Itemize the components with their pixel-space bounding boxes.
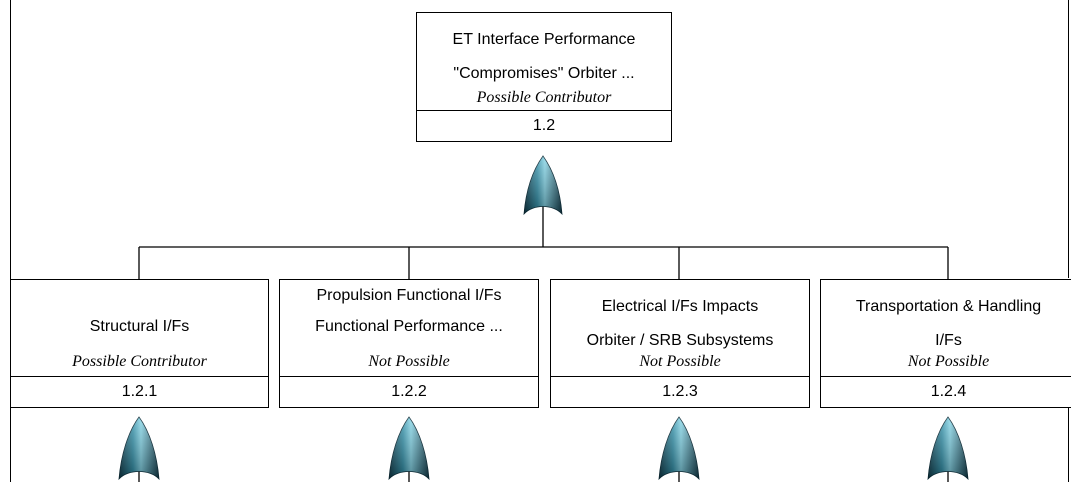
child-event-id: 1.2.4 [930,383,967,400]
child-event-body-4: Transportation & Handling I/Fs Not Possi… [821,280,1071,377]
root-event-status: Possible Contributor [476,89,612,106]
child-event-title-line2: Structural I/Fs [89,318,190,335]
frame-right-line-lower [1068,408,1069,482]
child-event-box-1[interactable]: Structural I/Fs Possible Contributor 1.2… [10,279,269,408]
root-event-id: 1.2 [532,117,556,134]
child-event-box-3[interactable]: Electrical I/Fs Impacts Orbiter / SRB Su… [550,279,810,408]
root-event-title-line1: ET Interface Performance [452,31,636,48]
frame-left-line [10,0,11,482]
child-event-body-3: Electrical I/Fs Impacts Orbiter / SRB Su… [551,280,809,377]
child-event-box-4[interactable]: Transportation & Handling I/Fs Not Possi… [820,279,1071,408]
child-event-id: 1.2.1 [121,383,158,400]
child-event-status: Possible Contributor [72,353,207,370]
child-event-body-1: Structural I/Fs Possible Contributor [11,280,268,377]
child-event-id: 1.2.2 [391,383,427,400]
child-event-title-line2: Functional Performance ... [315,318,503,335]
child-event-title-line2: I/Fs [935,332,962,349]
frame-right-line [1068,0,1069,278]
child-event-id: 1.2.3 [662,383,698,400]
child-event-body-2: Propulsion Functional I/Fs Functional Pe… [280,280,538,377]
root-event-box[interactable]: ET Interface Performance "Compromises" O… [416,12,672,142]
child-event-title-line1: Propulsion Functional I/Fs [316,287,502,304]
child-event-title-line2: Orbiter / SRB Subsystems [586,332,774,349]
root-event-title-line2: "Compromises" Orbiter ... [453,65,635,82]
child-event-status: Not Possible [368,353,450,370]
child-event-status: Not Possible [639,353,721,370]
root-event-body: ET Interface Performance "Compromises" O… [417,13,671,111]
child-event-title-line1: Transportation & Handling [855,298,1042,315]
child-event-status: Not Possible [907,353,990,370]
child-event-box-2[interactable]: Propulsion Functional I/Fs Functional Pe… [279,279,539,408]
child-event-title-line1: Electrical I/Fs Impacts [601,298,759,315]
